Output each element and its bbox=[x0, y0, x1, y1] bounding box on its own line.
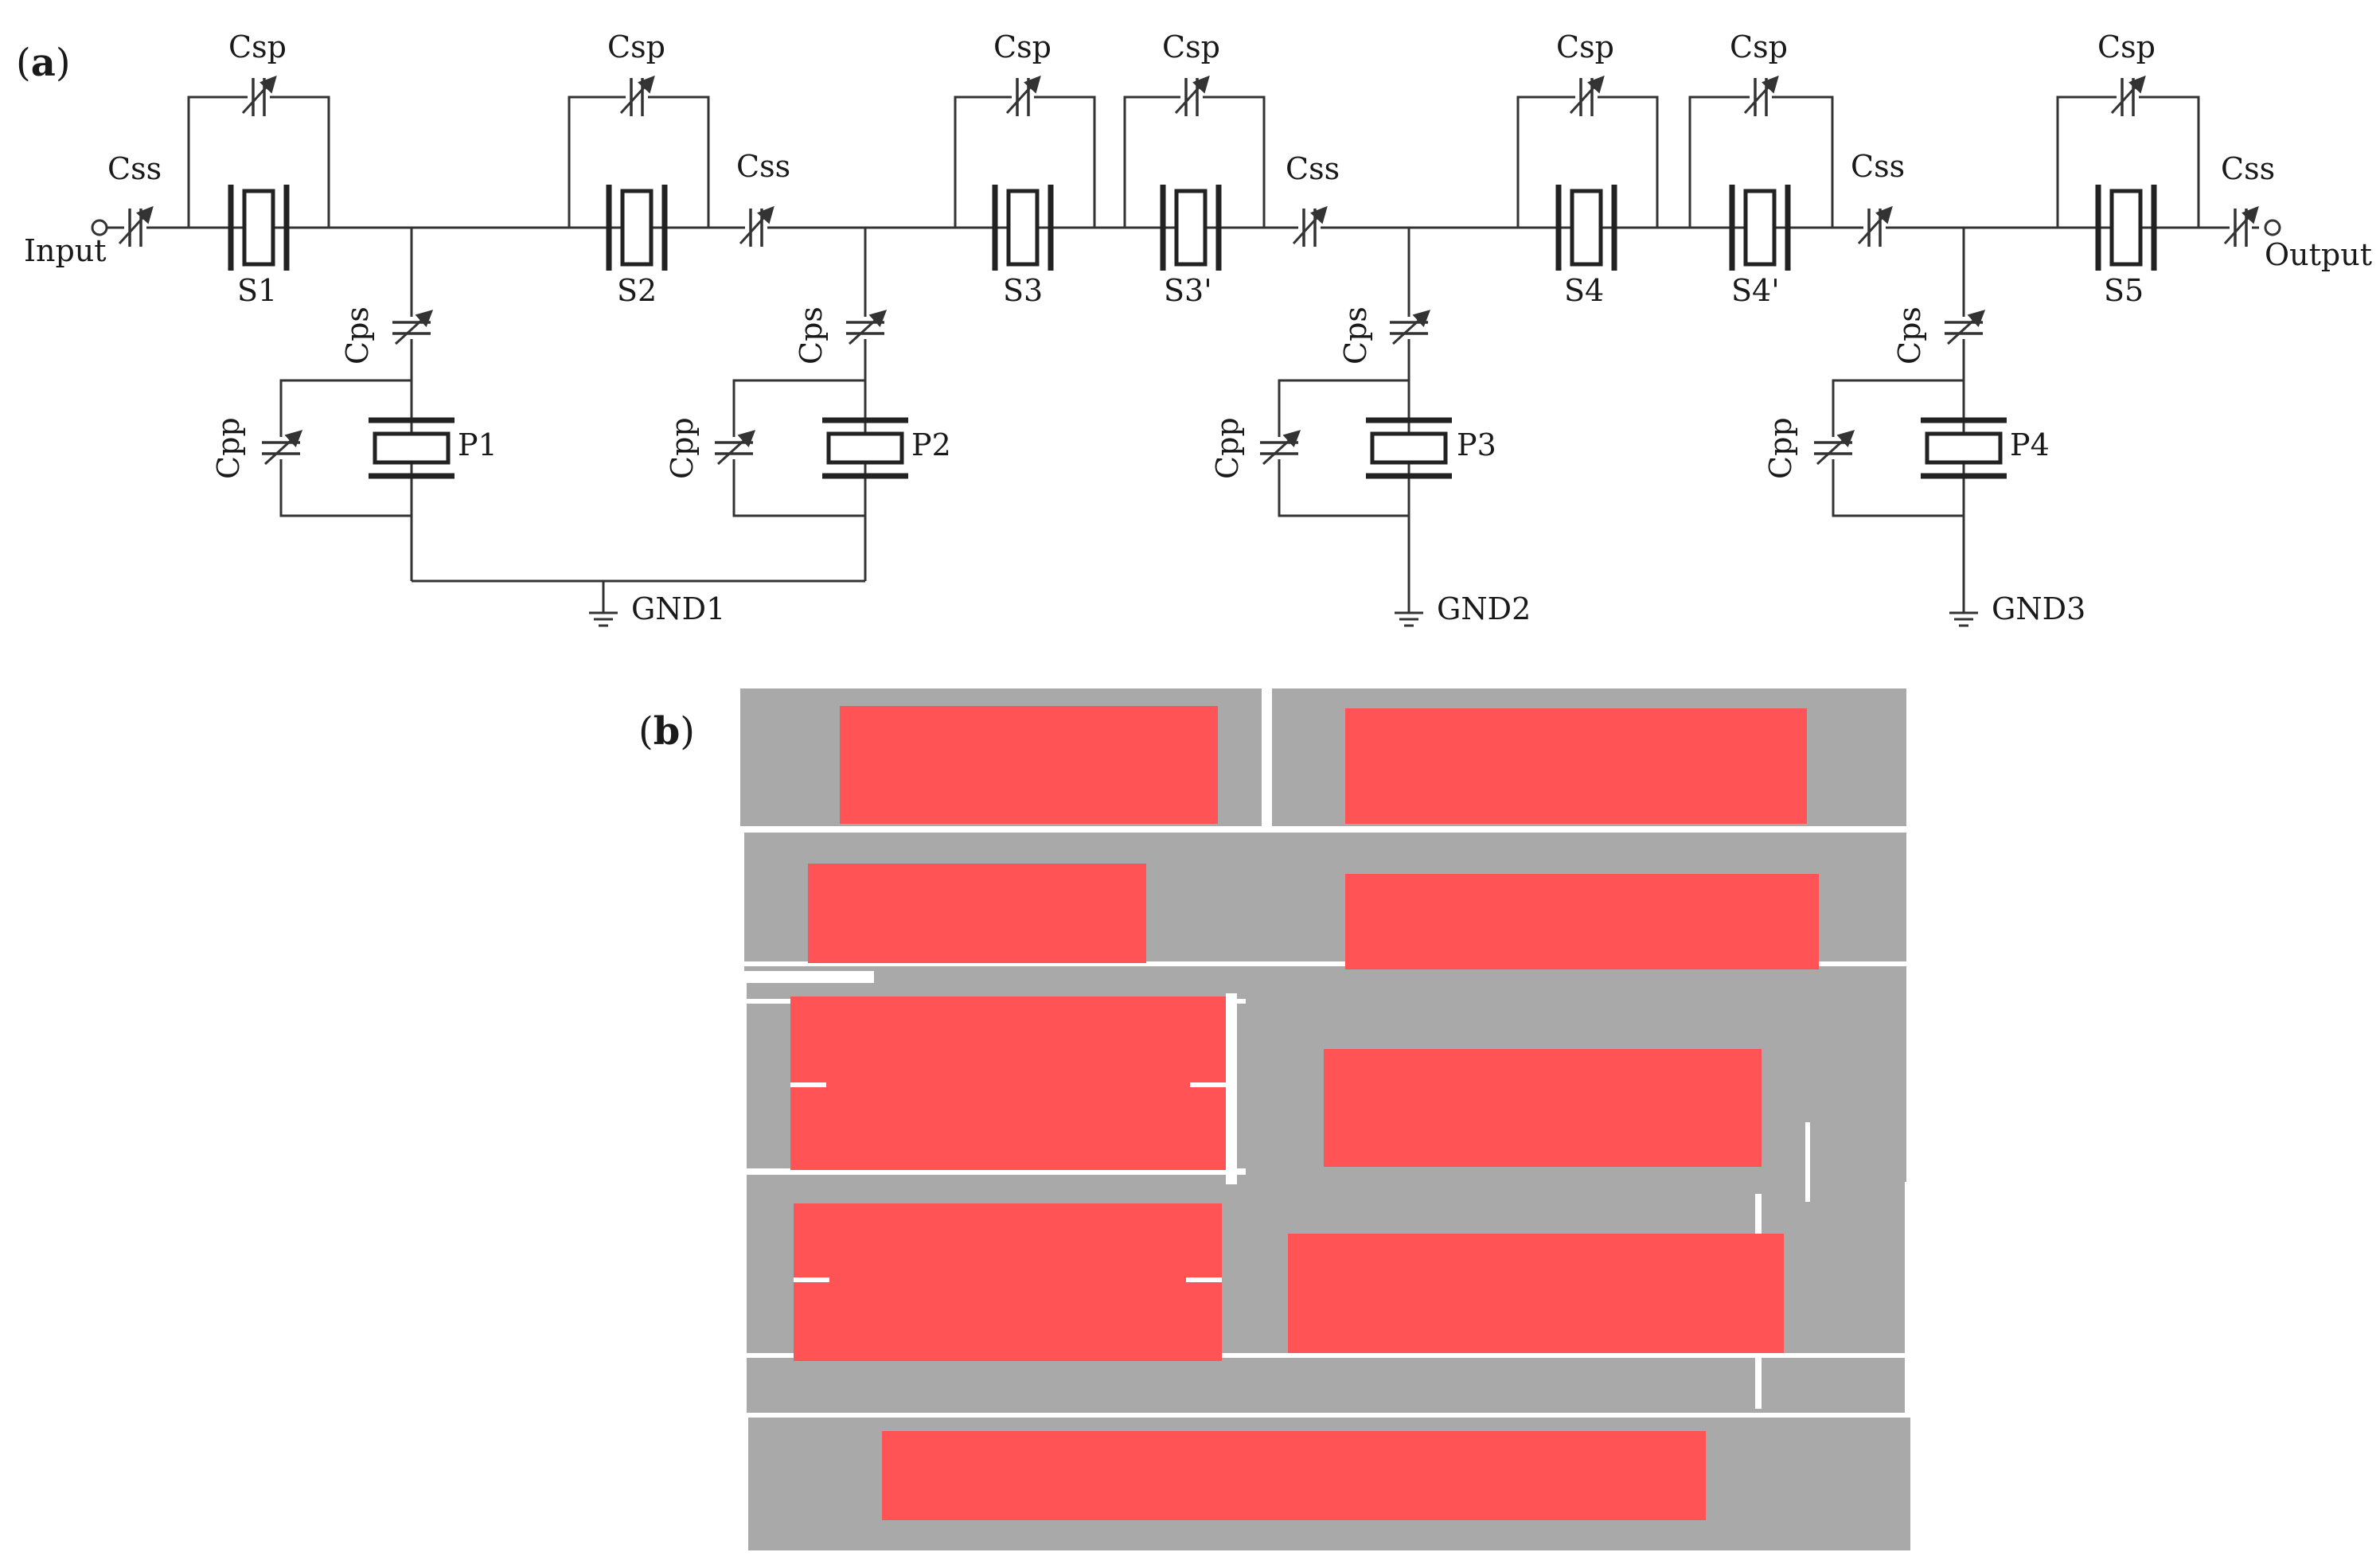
css-capacitor bbox=[739, 205, 774, 247]
shunt-branch-p3 bbox=[1260, 228, 1452, 613]
cpp-label: Cpp bbox=[211, 417, 246, 479]
css-label: Css bbox=[2221, 151, 2275, 186]
shunt-resonator-label: P1 bbox=[458, 427, 497, 462]
input-terminal[interactable] bbox=[91, 219, 108, 236]
series-resonator-s3 bbox=[954, 75, 1096, 271]
panel-b-layout: (b) bbox=[638, 686, 1914, 1550]
css-capacitor bbox=[2223, 205, 2259, 247]
panel-a-schematic: (a) Input Output bbox=[16, 29, 2372, 627]
gnd3-label: GND3 bbox=[1992, 591, 2085, 626]
ground-icon bbox=[1949, 611, 1978, 627]
cps-label: Cps bbox=[1338, 306, 1373, 365]
csp-label: Csp bbox=[1730, 29, 1788, 64]
series-resonator-s4-prime bbox=[1688, 75, 1834, 271]
cps-capacitor bbox=[392, 310, 434, 345]
series-resonator-s2 bbox=[568, 75, 710, 271]
ground-icon bbox=[1395, 611, 1423, 627]
ground-connections bbox=[412, 579, 1978, 627]
csp-capacitor bbox=[619, 75, 655, 116]
css-label: Css bbox=[736, 149, 790, 184]
resonator-electrode bbox=[1288, 1234, 1784, 1353]
gnd2-label: GND2 bbox=[1437, 591, 1531, 626]
shunt-branch-p1 bbox=[262, 228, 455, 581]
series-resonator-label: S1 bbox=[237, 273, 277, 308]
shunt-branch-p4 bbox=[1814, 228, 2007, 613]
resonator-electrode bbox=[790, 996, 1226, 1170]
css-label: Css bbox=[107, 151, 162, 186]
electrode-regions bbox=[790, 706, 1819, 1520]
csp-label: Csp bbox=[1556, 29, 1614, 64]
cpp-label: Cpp bbox=[665, 417, 700, 479]
series-resonator-label: S2 bbox=[617, 273, 657, 308]
csp-capacitor bbox=[1569, 75, 1605, 116]
panel-label-a: (a) bbox=[16, 41, 71, 85]
cps-capacitor bbox=[846, 310, 888, 345]
csp-label: Csp bbox=[607, 29, 665, 64]
panel-label-b: (b) bbox=[638, 709, 695, 754]
css-capacitor bbox=[1292, 205, 1328, 247]
input-label: Input bbox=[24, 233, 107, 268]
cpp-label: Cpp bbox=[1763, 417, 1798, 479]
cpp-capacitor bbox=[1260, 430, 1301, 466]
resonator-electrode bbox=[808, 864, 1146, 963]
cpp-capacitor bbox=[715, 430, 756, 466]
cpp-capacitor bbox=[262, 430, 303, 466]
gnd1-label: GND1 bbox=[631, 591, 725, 626]
resonator-electrode bbox=[1345, 708, 1807, 824]
ground-icon bbox=[589, 611, 618, 627]
series-resonator-s5 bbox=[2056, 75, 2200, 271]
series-resonator-label: S4 bbox=[1564, 273, 1604, 308]
series-resonator-label: S4' bbox=[1731, 273, 1780, 308]
series-resonator-label: S5 bbox=[2104, 273, 2144, 308]
cps-label: Cps bbox=[794, 306, 829, 365]
csp-label: Csp bbox=[993, 29, 1051, 64]
series-resonator-s3-prime bbox=[1123, 75, 1266, 271]
shunt-resonator-label: P2 bbox=[911, 427, 951, 462]
csp-capacitor bbox=[2110, 75, 2146, 116]
shunt-branch-p2 bbox=[715, 228, 908, 581]
series-resonator-s4 bbox=[1516, 75, 1659, 271]
csp-label: Csp bbox=[1162, 29, 1220, 64]
csp-capacitor bbox=[1174, 75, 1210, 116]
css-label: Css bbox=[1286, 151, 1340, 186]
shunt-resonator-label: P4 bbox=[2010, 427, 2050, 462]
cpp-capacitor bbox=[1814, 430, 1855, 466]
metal-pad bbox=[747, 1357, 1905, 1417]
css-capacitors bbox=[118, 205, 2259, 247]
resonator-electrode bbox=[794, 1203, 1222, 1361]
csp-capacitor bbox=[241, 75, 277, 116]
shunt-resonator-label: P3 bbox=[1457, 427, 1496, 462]
csp-capacitor bbox=[1005, 75, 1041, 116]
css-capacitor bbox=[1857, 205, 1893, 247]
output-label: Output bbox=[2265, 237, 2372, 272]
csp-capacitor bbox=[1743, 75, 1779, 116]
shunt-branches bbox=[262, 228, 2007, 613]
cpp-label: Cpp bbox=[1210, 417, 1245, 479]
resonator-electrode bbox=[840, 706, 1218, 824]
resonator-electrode bbox=[1345, 874, 1819, 969]
csp-label: Csp bbox=[228, 29, 287, 64]
css-capacitor bbox=[118, 205, 154, 247]
csp-label: Csp bbox=[2097, 29, 2156, 64]
series-resonators bbox=[187, 75, 2200, 271]
css-label: Css bbox=[1851, 149, 1905, 184]
cps-capacitor bbox=[1390, 310, 1431, 345]
cps-label: Cps bbox=[1892, 306, 1927, 365]
cps-label: Cps bbox=[340, 306, 375, 365]
series-resonator-s1 bbox=[187, 75, 330, 271]
cps-capacitor bbox=[1945, 310, 1986, 345]
output-terminal[interactable] bbox=[2264, 219, 2281, 236]
resonator-electrode bbox=[1324, 1049, 1762, 1167]
electrode-notches bbox=[790, 1082, 1226, 1282]
resonator-electrode bbox=[882, 1431, 1706, 1520]
series-resonator-label: S3' bbox=[1164, 273, 1212, 308]
series-resonator-label: S3 bbox=[1003, 273, 1043, 308]
